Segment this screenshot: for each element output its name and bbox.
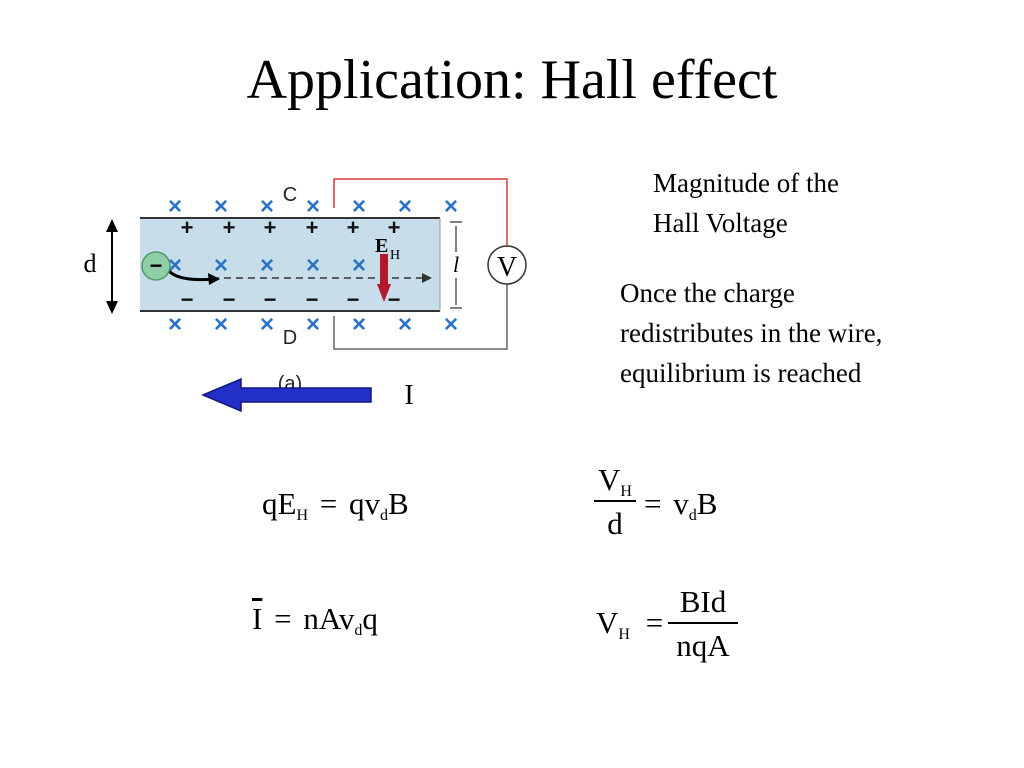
b-field-cross: × [306, 311, 320, 338]
positive-charge: + [306, 215, 319, 240]
magnitude-heading-line: Magnitude of the [653, 168, 839, 198]
b-field-cross: × [214, 311, 228, 338]
b-field-cross: × [306, 252, 320, 279]
voltmeter-circle [487, 245, 527, 285]
field-label-sub: H [390, 248, 400, 263]
electron-sign: − [150, 253, 163, 278]
wire-bottom [333, 284, 508, 350]
b-field-cross: × [260, 193, 274, 220]
conductor-slab [140, 218, 440, 311]
slide-title: Application: Hall effect [246, 49, 778, 111]
fraction-bar [668, 622, 738, 624]
voltmeter-label: V [497, 252, 517, 283]
b-field-cross: × [444, 311, 458, 338]
negative-charge: − [388, 287, 401, 312]
b-field-cross: × [398, 311, 412, 338]
b-field-cross: × [214, 252, 228, 279]
b-field-cross: × [260, 252, 274, 279]
eq-equals: = [644, 486, 662, 521]
b-field-cross: × [168, 193, 182, 220]
b-field-cross: × [214, 193, 228, 220]
eq-subscript: d [379, 507, 388, 524]
negative-charge: − [181, 287, 194, 312]
negative-charge: − [306, 287, 319, 312]
eq-term: nAv [303, 601, 355, 636]
equation-force-balance: qEH = qvdB [262, 486, 409, 524]
eq-subscript: H [618, 626, 630, 643]
fraction-hall-voltage: BId nqA [668, 584, 738, 666]
b-field-cross: × [260, 311, 274, 338]
positive-charge: + [388, 215, 401, 240]
equilibrium-note-line: equilibrium is reached [620, 358, 862, 388]
equation-hall-voltage-lhs: VH = [596, 605, 664, 643]
electron-path [166, 268, 215, 282]
positive-charge: + [223, 215, 236, 240]
charge-markers: + + + + + + − − − − − − [181, 215, 401, 312]
field-label: E [375, 235, 388, 257]
eq-term: B [387, 486, 409, 521]
length-label: l [453, 252, 459, 277]
eq-term: V [598, 462, 621, 497]
field-arrow-shaft [380, 254, 388, 286]
length-label-bg [446, 252, 466, 278]
fraction-numerator: VH [594, 462, 636, 500]
electron-path-arrowhead [208, 273, 220, 285]
equation-current: I = nAvdq [252, 601, 378, 639]
eq-equals: = [319, 486, 338, 521]
current-arrow [201, 377, 372, 413]
eq-term: V [596, 605, 619, 640]
b-field-cross: × [352, 311, 366, 338]
width-arrow-top [106, 219, 118, 232]
plate-d-label: D [283, 327, 297, 349]
magnitude-heading-line: Hall Voltage [653, 208, 788, 238]
negative-charge: − [264, 287, 277, 312]
b-field-cross: × [444, 193, 458, 220]
eq-subscript: d [688, 507, 697, 524]
eq-term: qE [262, 486, 297, 521]
electron [141, 251, 171, 281]
positive-charge: + [347, 215, 360, 240]
b-field-cross: × [352, 252, 366, 279]
fraction-denominator: nqA [676, 628, 730, 663]
positive-charge: + [181, 215, 194, 240]
eq-term: q [362, 601, 378, 636]
equilibrium-note-line: redistributes in the wire, [620, 318, 883, 348]
eq-subscript: H [620, 483, 632, 500]
positive-charge: + [264, 215, 277, 240]
eq-term: qv [348, 486, 380, 521]
wire-top [333, 178, 508, 246]
negative-charge: − [223, 287, 236, 312]
plate-c-label: C [283, 184, 297, 206]
field-arrow-head [377, 284, 391, 302]
equilibrium-note: Once the charge redistributes in the wir… [620, 273, 882, 393]
negative-charge: − [347, 287, 360, 312]
equilibrium-note-line: Once the charge [620, 278, 795, 308]
width-arrow-bottom [106, 301, 118, 314]
magnitude-heading: Magnitude of the Hall Voltage [653, 163, 839, 243]
b-field-markers: ××××××××××××××××××× [168, 193, 458, 338]
b-field-cross: × [352, 193, 366, 220]
b-field-cross: × [168, 311, 182, 338]
fraction-bar [594, 500, 636, 502]
b-field-cross: × [398, 193, 412, 220]
width-label: d [84, 249, 97, 278]
eq-equals: = [274, 601, 292, 636]
eq-subscript: d [354, 622, 363, 639]
eq-term: B [696, 486, 718, 521]
current-label: I [404, 380, 413, 411]
fraction-denominator: d [607, 506, 623, 541]
eq-subscript: H [296, 507, 308, 524]
eq-term: I [252, 601, 263, 636]
eq-term: v [673, 486, 689, 521]
equation-vh-over-d-rhs: = vdB [644, 486, 718, 524]
drift-path-arrowhead [422, 273, 432, 283]
b-field-cross: × [306, 193, 320, 220]
eq-equals: = [645, 605, 664, 640]
fraction-vh-over-d: VH d [594, 462, 636, 544]
fraction-numerator: BId [679, 584, 727, 619]
